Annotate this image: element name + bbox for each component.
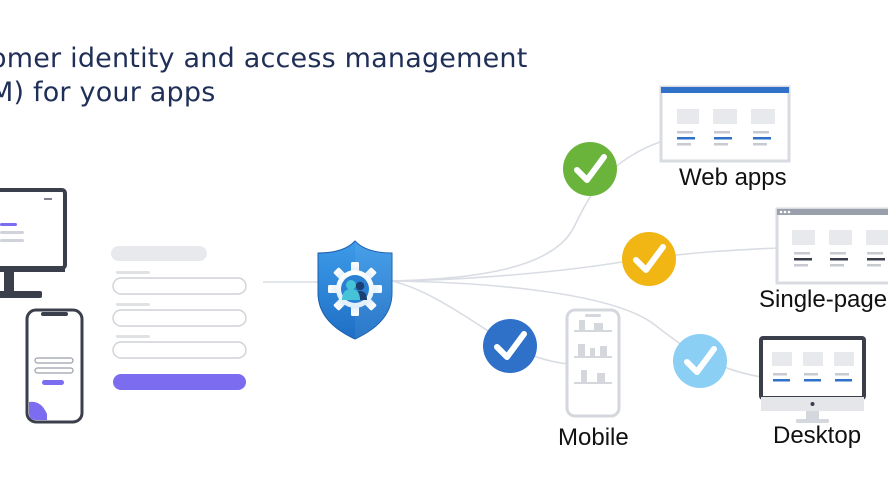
desktop-monitor-icon (0, 188, 67, 298)
phone-login-icon (25, 308, 84, 424)
connector-mobile (391, 280, 569, 365)
sign-in-form-icon (111, 246, 247, 390)
web-apps-label: Web apps (679, 164, 787, 191)
connector-web (391, 141, 661, 282)
mobile-label: Mobile (558, 424, 629, 451)
desktop-label: Desktop (773, 422, 862, 449)
title-line-2: M) for your apps (0, 77, 216, 108)
single-page-label: Single-page (759, 286, 888, 313)
shield-gear-users-icon (317, 240, 393, 340)
check-icon-mobile (483, 319, 537, 373)
desktop-app-icon (759, 336, 866, 423)
title-line-1: omer identity and access management (0, 43, 528, 74)
web-app-icon (659, 85, 791, 163)
check-icon-web (563, 142, 617, 196)
diagram-title: omer identity and access management M) f… (0, 42, 528, 110)
check-icon-desktop (673, 334, 727, 388)
mobile-app-icon (565, 308, 621, 418)
connector-spa (391, 247, 779, 282)
single-page-app-icon (775, 207, 888, 285)
check-icon-spa (622, 232, 676, 286)
